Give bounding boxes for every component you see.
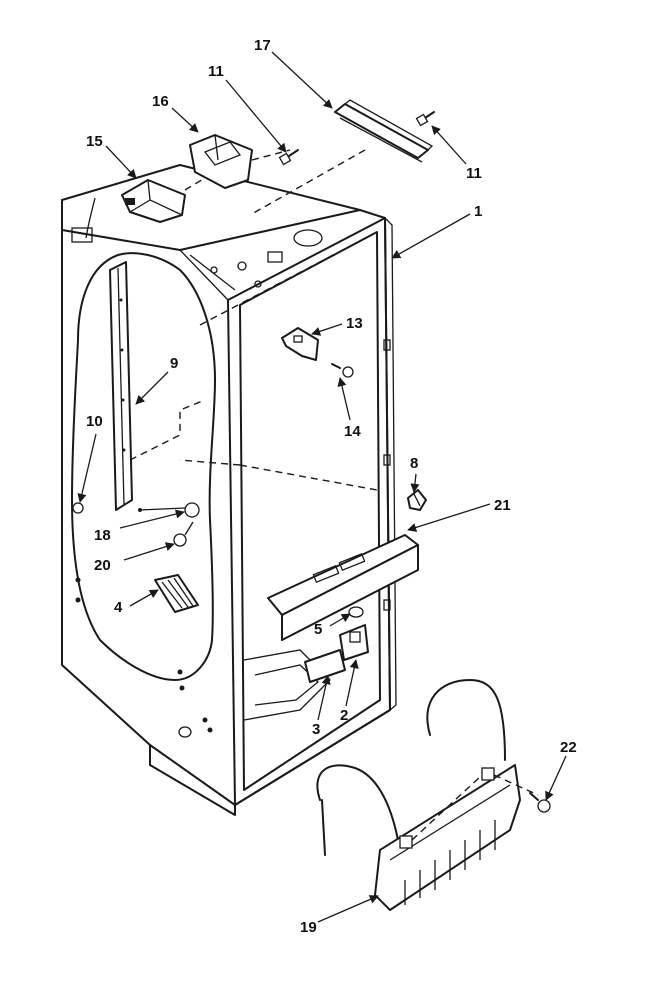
callout-20: 20	[94, 557, 111, 574]
callout-labels: 1 2 3 4 5 8 9 10 11 11 13 14 15 16 17 18…	[86, 37, 577, 936]
drawer-front-part-19	[316, 679, 539, 911]
callout-11-left: 11	[208, 63, 224, 80]
callout-14: 14	[344, 423, 361, 440]
callout-17: 17	[254, 37, 271, 54]
clip-part-8	[407, 489, 427, 511]
channel-part-17	[249, 99, 434, 216]
leader-lines	[77, 51, 567, 923]
callout-19: 19	[300, 919, 317, 936]
screw-part-11-left	[278, 149, 299, 166]
grille-part-4	[154, 574, 199, 613]
callout-2: 2	[340, 707, 348, 724]
screw-part-14	[331, 363, 354, 378]
vertical-rail-part-9	[109, 261, 206, 511]
cabinet-liner	[61, 164, 397, 816]
callout-9: 9	[170, 355, 178, 372]
callout-18: 18	[94, 527, 111, 544]
callout-1: 1	[474, 203, 482, 220]
wire-harness	[71, 197, 216, 681]
screw-part-10	[72, 502, 84, 514]
callout-5: 5	[314, 621, 322, 638]
callout-8: 8	[410, 455, 418, 472]
screw-part-22	[529, 792, 551, 813]
callout-21: 21	[494, 497, 511, 514]
screw-part-11-right	[415, 111, 435, 127]
callout-13: 13	[346, 315, 363, 332]
callout-15: 15	[86, 133, 103, 150]
callout-22: 22	[560, 739, 577, 756]
switch-housing-part-15	[121, 174, 211, 223]
callout-10: 10	[86, 413, 103, 430]
callout-4: 4	[114, 599, 123, 616]
bracket-part-13	[281, 327, 319, 361]
shelf-support-part-21	[267, 534, 419, 641]
plug-part-20	[173, 521, 194, 547]
callout-11-right: 11	[466, 165, 482, 182]
nut-part-5	[348, 606, 364, 618]
bracket-part-2	[339, 624, 369, 661]
bracket-part-16	[189, 134, 291, 189]
callout-16: 16	[152, 93, 169, 110]
clip-part-18	[138, 502, 200, 518]
bracket-part-3	[304, 649, 346, 683]
callout-3: 3	[312, 721, 320, 738]
